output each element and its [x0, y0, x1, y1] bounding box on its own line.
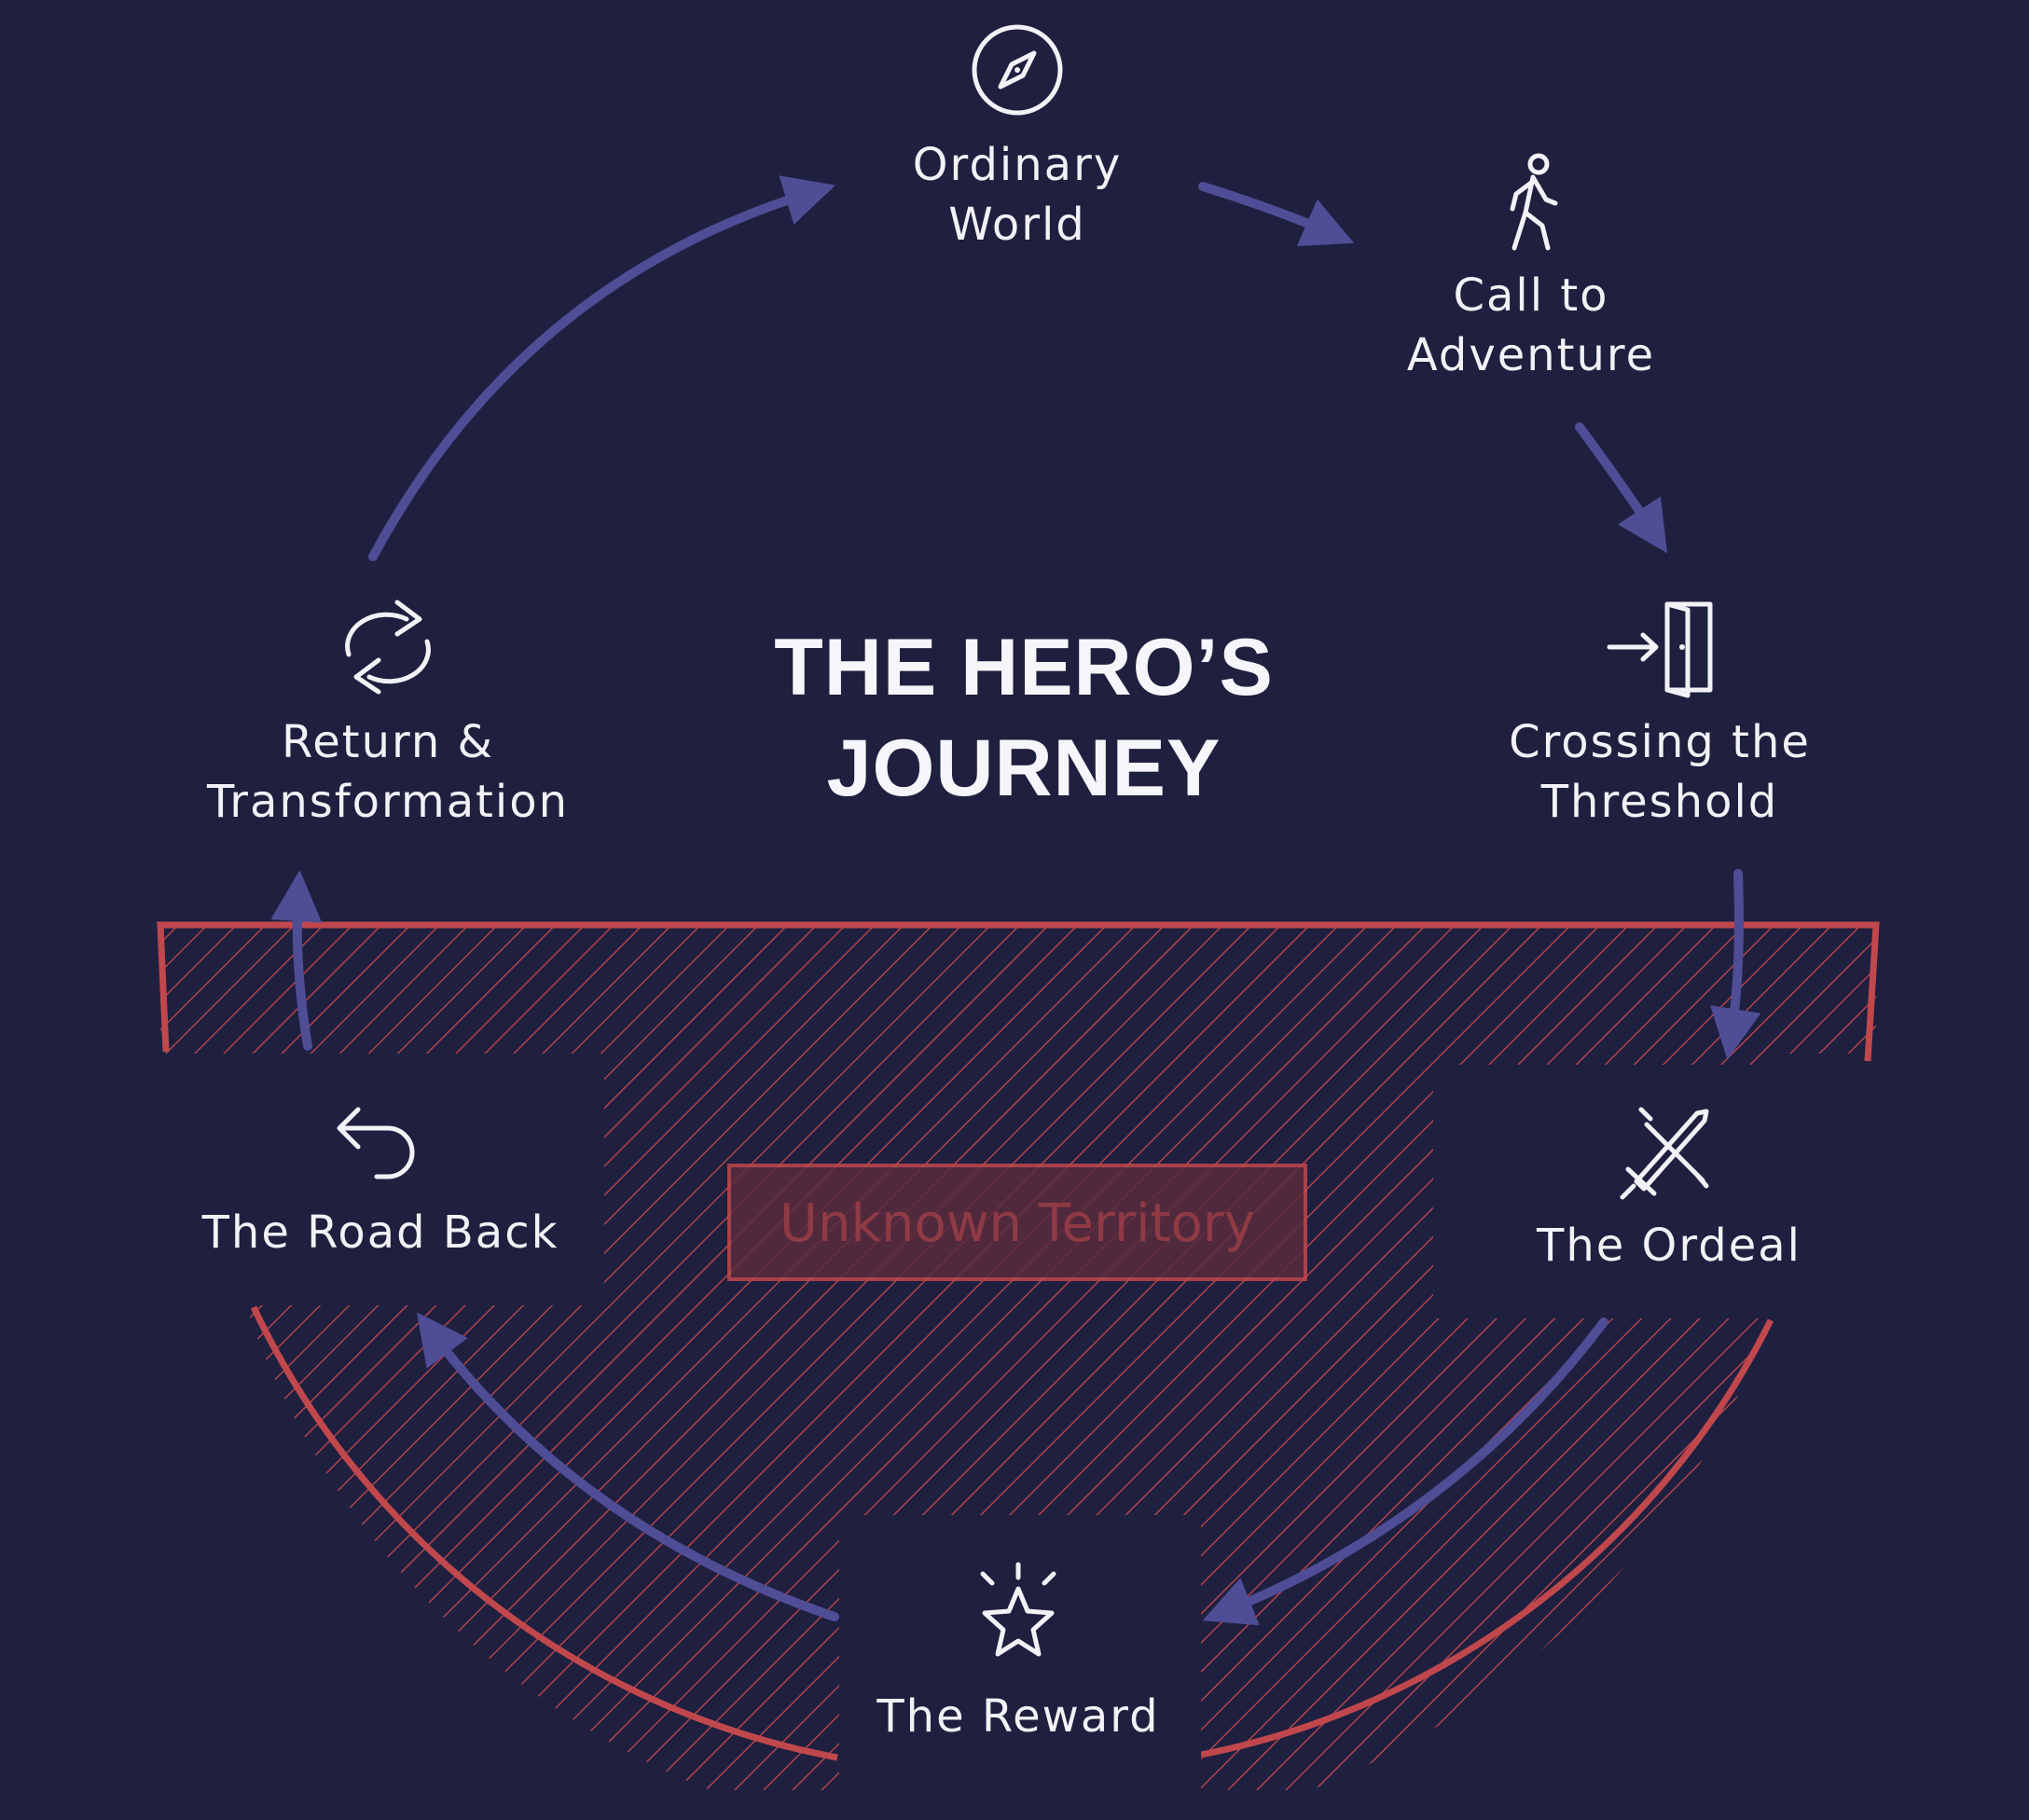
stage-the-reward-label: The Reward: [876, 1690, 1159, 1743]
stage-call-to-adventure: Call to Adventure: [1407, 153, 1655, 381]
cycle-arrows-icon: [345, 600, 431, 695]
title-line-2: JOURNEY: [827, 724, 1222, 813]
sword-icon: [1620, 1107, 1709, 1200]
compass-icon: [972, 24, 1063, 116]
stage-the-road-back: The Road Back: [201, 1107, 559, 1259]
door-enter-icon: [1607, 601, 1713, 698]
stage-ordinary-world: Ordinary World: [913, 24, 1122, 251]
stage-crossing-threshold: Crossing the Threshold: [1509, 601, 1811, 828]
stage-ordinary-world-line2: World: [948, 199, 1086, 251]
stage-ordinary-world-line1: Ordinary: [913, 139, 1122, 191]
unknown-territory-zone: Unknown Territory: [157, 921, 1880, 1820]
stage-the-ordeal-label: The Ordeal: [1536, 1220, 1801, 1272]
unknown-territory-label: Unknown Territory: [780, 1193, 1255, 1254]
stage-return-transformation: Return & Transformation: [206, 600, 569, 828]
stage-call-to-adventure-line1: Call to: [1453, 269, 1608, 322]
walking-person-icon: [1510, 153, 1558, 251]
stage-the-reward: The Reward: [876, 1562, 1159, 1743]
stage-crossing-threshold-line1: Crossing the: [1509, 716, 1811, 768]
arrow-ordinary-to-call: [1198, 182, 1355, 247]
diagram-title: THE HERO’S JOURNEY: [774, 623, 1274, 813]
arrow-roadback-to-return: [270, 870, 323, 1051]
stage-crossing-threshold-line2: Threshold: [1540, 776, 1779, 828]
arrow-call-to-threshold: [1575, 422, 1668, 554]
title-line-1: THE HERO’S: [774, 623, 1274, 712]
stage-return-transformation-line1: Return &: [282, 716, 494, 768]
stage-the-ordeal: The Ordeal: [1536, 1107, 1801, 1272]
star-icon: [980, 1562, 1056, 1657]
journey-arrows: [270, 175, 1761, 1626]
stage-the-road-back-label: The Road Back: [201, 1206, 559, 1259]
return-arrow-icon: [337, 1107, 415, 1179]
arrow-return-to-ordinary: [368, 175, 836, 561]
stage-call-to-adventure-line2: Adventure: [1407, 329, 1655, 381]
arrow-threshold-to-ordeal: [1710, 869, 1761, 1060]
arrow-reward-to-roadback: [416, 1312, 839, 1621]
stage-return-transformation-line2: Transformation: [206, 776, 569, 828]
arrow-ordeal-to-reward: [1202, 1317, 1608, 1626]
